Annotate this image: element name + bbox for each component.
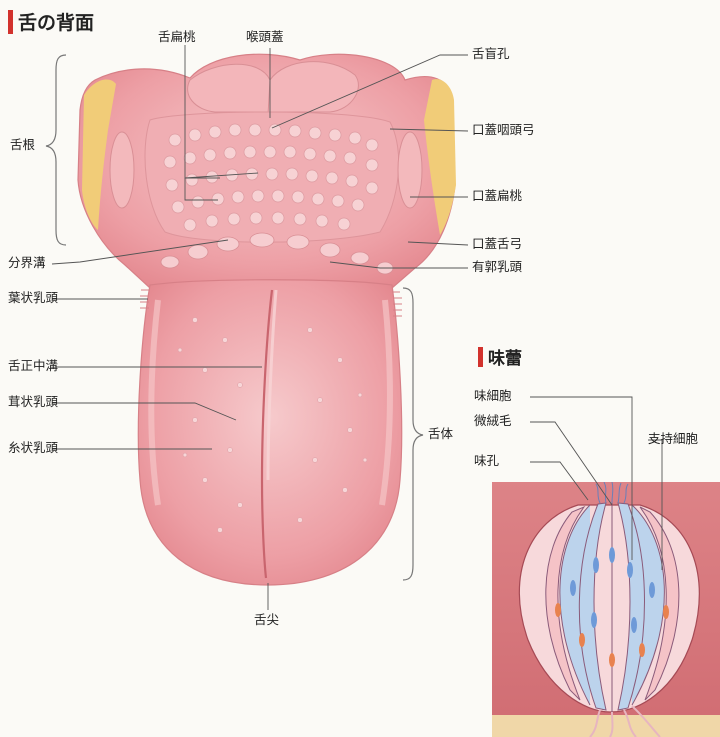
label-foliate-papillae: 葉状乳頭 — [8, 292, 58, 305]
label-median-sulcus: 舌正中溝 — [8, 360, 58, 373]
label-filiform-papillae: 糸状乳頭 — [8, 442, 58, 455]
label-apex: 舌尖 — [254, 614, 279, 627]
label-terminal-sulcus: 分界溝 — [8, 257, 46, 270]
label-microvilli: 微絨毛 — [474, 415, 512, 428]
body-bracket — [403, 288, 423, 580]
label-palatoglossal-arch: 口蓋舌弓 — [472, 238, 522, 251]
label-palatopharyngeal-arch: 口蓋咽頭弓 — [472, 124, 535, 137]
taste-bud-heading: 味蕾 — [478, 344, 522, 369]
taste-cells — [546, 503, 679, 712]
label-palatine-tonsil: 口蓋扁桃 — [472, 190, 522, 203]
label-epiglottis: 喉頭蓋 — [246, 31, 284, 44]
label-gustatory-cell: 味細胞 — [474, 390, 512, 403]
label-foramen-cecum: 舌盲孔 — [472, 48, 510, 61]
tongue-body — [138, 280, 402, 585]
label-lingual-tonsil: 舌扁桃 — [158, 31, 196, 44]
label-vallate-papillae: 有郭乳頭 — [472, 261, 522, 274]
label-supporting-cell: 支持細胞 — [648, 433, 698, 446]
heading-accent-bar — [478, 347, 483, 367]
taste-bud-inset — [492, 482, 720, 737]
label-body: 舌体 — [428, 428, 453, 441]
root-bracket — [46, 55, 66, 245]
label-fungiform-papillae: 茸状乳頭 — [8, 396, 58, 409]
tongue-root — [78, 54, 456, 288]
taste-bud-heading-text: 味蕾 — [488, 344, 522, 369]
label-root: 舌根 — [10, 139, 35, 152]
label-taste-pore: 味孔 — [474, 455, 499, 468]
